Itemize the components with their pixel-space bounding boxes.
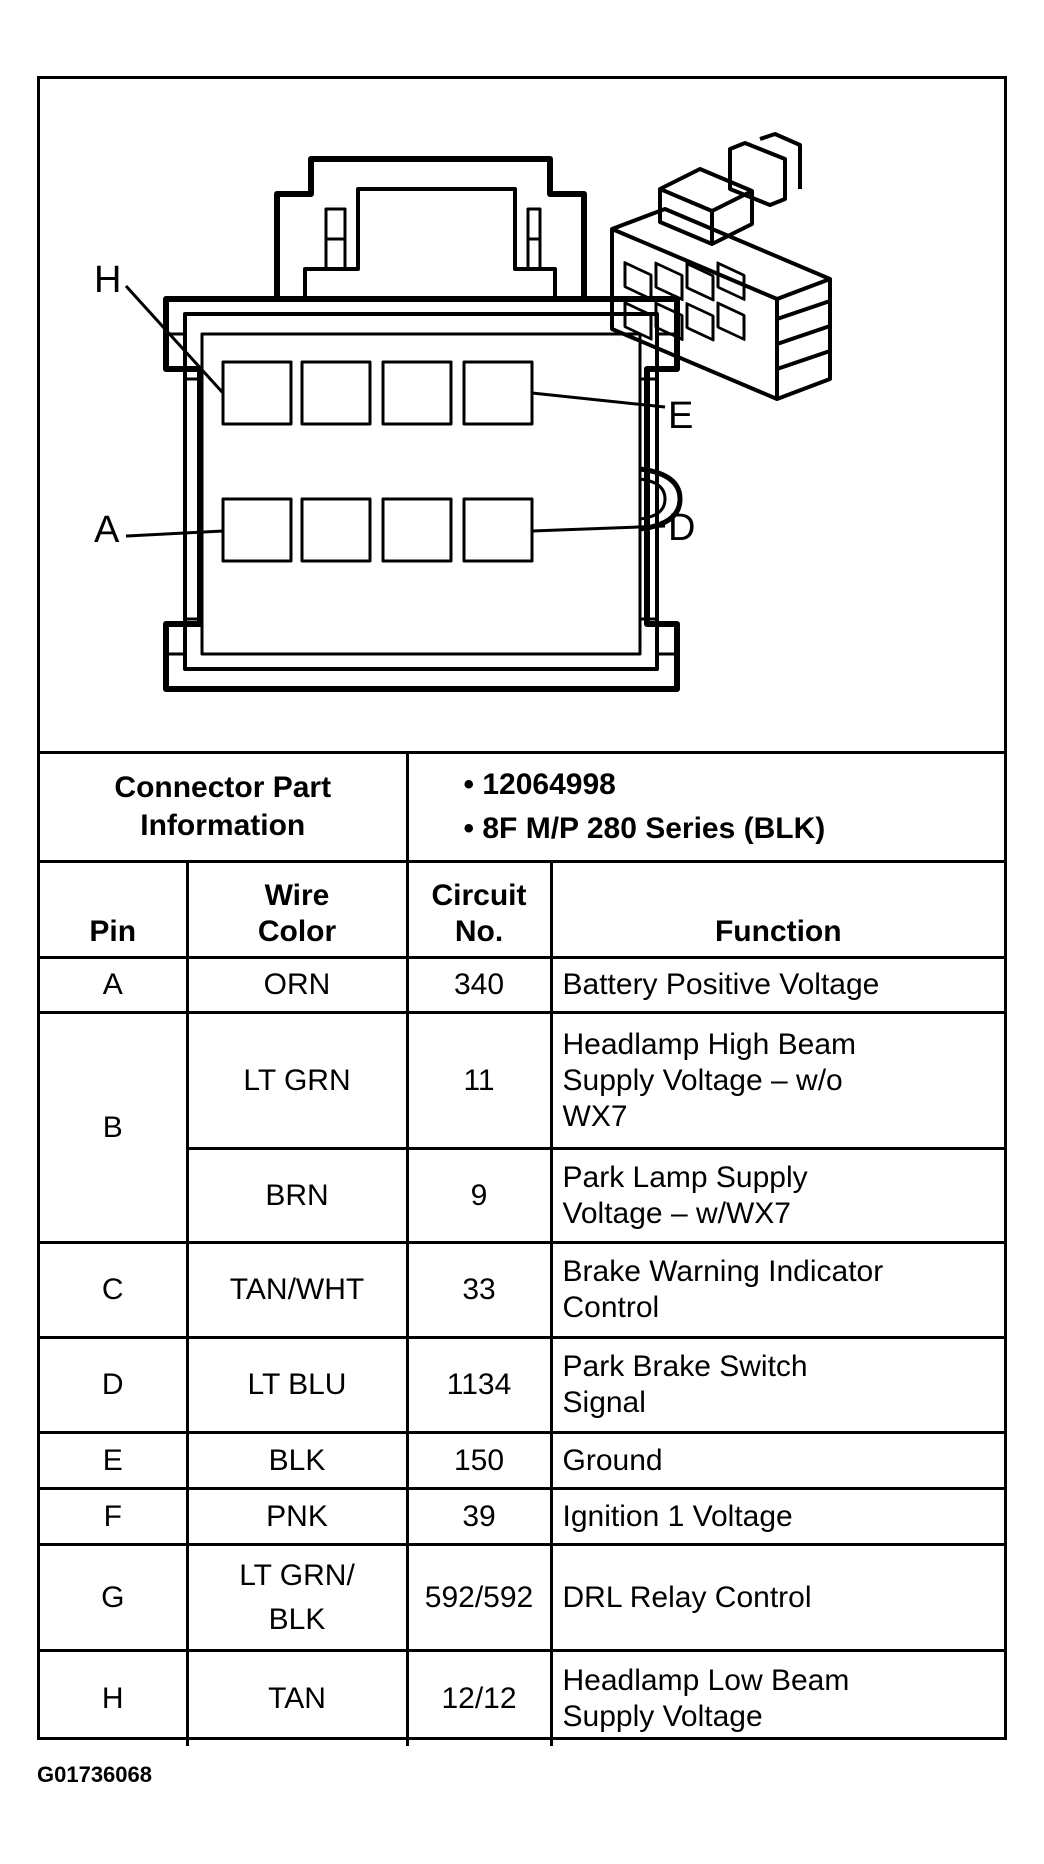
wire-color-cell: ORN: [185, 956, 409, 1014]
table-row: D LT BLU 1134 Park Brake Switch Signal: [40, 1336, 1005, 1434]
figure-id: G01736068: [37, 1762, 152, 1787]
pin-cell: A: [40, 956, 189, 1014]
wire-color-cell: TAN: [185, 1649, 409, 1746]
pin-label-e: E: [668, 395, 694, 437]
table-row: F PNK 39 Ignition 1 Voltage: [40, 1487, 1005, 1546]
connector-info-row: Connector Part Information • 12064998 • …: [40, 751, 1005, 863]
connector-diagram: H E A D: [40, 79, 1004, 751]
table-row: A ORN 340 Battery Positive Voltage: [40, 956, 1005, 1014]
pin-cell: D: [40, 1336, 189, 1434]
wire-color-cell: LT GRN: [185, 1011, 409, 1150]
circuit-cell: 12/12: [405, 1649, 553, 1746]
circuit-cell: 9: [405, 1147, 553, 1244]
circuit-cell: 592/592: [405, 1543, 553, 1652]
function-cell: Ground: [549, 1431, 1005, 1490]
connector-part-number: • 12064998: [463, 768, 616, 801]
header-pin: Pin: [40, 860, 189, 959]
function-cell: Headlamp High Beam Supply Voltage – w/o …: [549, 1011, 1005, 1150]
pin-cell: C: [40, 1241, 189, 1339]
pin-cell: E: [40, 1431, 189, 1490]
table-header-row: Pin Wire Color Circuit No. Function: [40, 860, 1005, 959]
connector-pinout-table: Connector Part Information • 12064998 • …: [40, 751, 1005, 1746]
function-cell: Battery Positive Voltage: [549, 956, 1005, 1014]
connector-series: • 8F M/P 280 Series (BLK): [463, 812, 826, 845]
wire-color-cell: LT BLU: [185, 1336, 409, 1434]
function-cell: Park Lamp Supply Voltage – w/WX7: [549, 1147, 1005, 1244]
pin-label-h: H: [94, 259, 122, 301]
pin-cell: H: [40, 1649, 189, 1746]
wire-color-cell: BLK: [185, 1431, 409, 1490]
pin-label-a: A: [94, 509, 120, 551]
header-circuit-no: Circuit No.: [405, 860, 553, 959]
function-cell: Brake Warning Indicator Control: [549, 1241, 1005, 1339]
function-cell: DRL Relay Control: [549, 1543, 1005, 1652]
pin-cell: B: [40, 1011, 189, 1244]
table-row: E BLK 150 Ground: [40, 1431, 1005, 1490]
pin-cell: G: [40, 1543, 189, 1652]
circuit-cell: 150: [405, 1431, 553, 1490]
connector-face-drawing: [124, 132, 832, 692]
wire-color-cell: BRN: [187, 1147, 409, 1244]
circuit-cell: 11: [405, 1011, 553, 1150]
connector-info-values: • 12064998 • 8F M/P 280 Series (BLK): [405, 751, 1005, 863]
header-function: Function: [549, 860, 1005, 959]
connector-figure-frame: H E A D Connector Part Information • 120…: [37, 76, 1007, 1746]
function-cell: Headlamp Low Beam Supply Voltage: [549, 1649, 1005, 1746]
wire-color-cell: LT GRN/ BLK: [185, 1543, 409, 1652]
wire-color-cell: PNK: [185, 1487, 409, 1546]
table-row: B LT GRN 11 Headlamp High Beam Supply Vo…: [40, 1011, 1005, 1244]
table-row: BRN 9 Park Lamp Supply Voltage – w/WX7: [40, 1147, 1005, 1244]
wire-color-cell: TAN/WHT: [185, 1241, 409, 1339]
connector-info-label: Connector Part Information: [40, 751, 409, 863]
function-cell: Park Brake Switch Signal: [549, 1336, 1005, 1434]
circuit-cell: 33: [405, 1241, 553, 1339]
circuit-cell: 39: [405, 1487, 553, 1546]
table-row: H TAN 12/12 Headlamp Low Beam Supply Vol…: [40, 1649, 1005, 1746]
circuit-cell: 340: [405, 956, 553, 1014]
table-row: C TAN/WHT 33 Brake Warning Indicator Con…: [40, 1241, 1005, 1339]
function-cell: Ignition 1 Voltage: [549, 1487, 1005, 1546]
header-wire-color: Wire Color: [185, 860, 409, 959]
pin-label-d: D: [668, 507, 696, 549]
table-row: G LT GRN/ BLK 592/592 DRL Relay Control: [40, 1543, 1005, 1652]
pin-cell: F: [40, 1487, 189, 1546]
circuit-cell: 1134: [405, 1336, 553, 1434]
